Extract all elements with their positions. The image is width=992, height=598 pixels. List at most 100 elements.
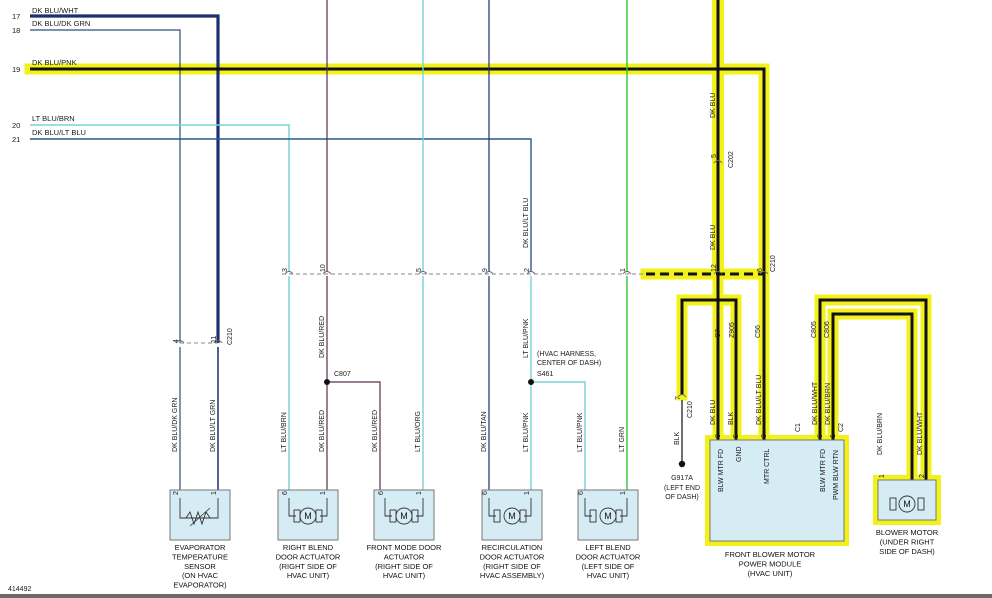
- pin-number: 10: [320, 264, 327, 272]
- connector-label: C210: [770, 255, 777, 272]
- wire-number: 18: [12, 26, 20, 35]
- wire-color-label: DK BLU/DK GRN: [172, 398, 179, 452]
- wire-color-label: LT GRN: [619, 427, 626, 452]
- wire-color-label: DK BLU/DK GRN: [32, 19, 90, 28]
- pin-number: 1: [620, 268, 627, 272]
- vertical-wire-labels: DK BLU/DK GRN DK BLU/LT GRN LT BLU/BRN D…: [172, 93, 924, 455]
- module-pin-name: BLW MTR FD: [820, 449, 827, 492]
- wire-color-label: LT BLU/BRN: [32, 114, 75, 123]
- motor-label: M: [304, 511, 312, 521]
- figure-id: 414492: [8, 586, 31, 593]
- front-blower-module-box: [709, 439, 845, 542]
- pin-number: 6: [482, 491, 489, 495]
- connector-label: C806: [824, 321, 831, 338]
- wire-color-label: LT BLU/PNK: [577, 412, 584, 452]
- pin-number: 5: [711, 154, 718, 158]
- wire-color-label: LT BLU/ORG: [415, 411, 422, 452]
- connector-label: C805: [811, 321, 818, 338]
- pin-number: 1: [620, 491, 627, 495]
- pin-number: 5: [733, 434, 740, 438]
- left-blend-box: [577, 489, 639, 541]
- wire-color-label: DK BLU/LT BLU: [32, 128, 86, 137]
- motor-icon: [288, 498, 328, 525]
- wire-color-label: LT BLU/PNK: [523, 412, 530, 452]
- connector-label: C202: [728, 151, 735, 168]
- wire-color-label: DK BLU/BRN: [877, 413, 884, 455]
- pin-number: 6: [578, 491, 585, 495]
- motor-label: M: [903, 499, 911, 509]
- recirculation-box: [481, 489, 543, 541]
- wire-color-label: DK BLU/RED: [372, 410, 379, 452]
- pin-number: 1: [211, 491, 218, 495]
- front-mode-box: [373, 489, 435, 541]
- pin-number: 6: [757, 268, 764, 272]
- wire-color-label: BLK: [674, 431, 681, 445]
- pin-number: 2: [919, 474, 926, 478]
- wire-color-label: DK BLU/RED: [319, 410, 326, 452]
- pin-number: 1: [416, 491, 423, 495]
- connector-label: C56: [755, 325, 762, 338]
- pin-number: 6: [282, 491, 289, 495]
- multiline-text: (HVAC HARNESS,CENTER OF DASH) G917A (LEF…: [172, 351, 939, 590]
- connector-label: C807: [334, 371, 351, 378]
- wire-color-label: BLK: [728, 411, 735, 425]
- pin-number: 4: [173, 339, 180, 343]
- ground-icon: [678, 460, 686, 468]
- wire-color-label: DK BLU/WHT: [32, 6, 79, 15]
- fbm-pin-names: BLW MTR FD GND MTR CTRL BLW MTR FD PWM B…: [718, 446, 840, 500]
- left-wire-labels: 17 DK BLU/WHT 18 DK BLU/DK GRN 19 DK BLU…: [12, 6, 90, 144]
- connector-label: C210: [687, 401, 694, 418]
- wire-color-label: DK BLU/WHT: [917, 411, 924, 455]
- ground-id: G917A: [671, 475, 693, 482]
- wire-color-label: DK BLU/WHT: [812, 381, 819, 425]
- connector-label: Z905: [729, 322, 736, 338]
- pin-number: 6: [817, 434, 824, 438]
- pin-number: 2: [524, 268, 531, 272]
- wire-number: 21: [12, 135, 20, 144]
- pin-labels: 4 11 3 10 5 9 2 1 12 6 5 7 2 1 6 1 6 1 6…: [173, 154, 926, 495]
- connector-ticks: [175, 160, 769, 398]
- bottom-border: [0, 594, 992, 598]
- right-blend-box: [277, 489, 339, 541]
- pin-number: 12: [711, 264, 718, 272]
- pin-number: 1: [320, 491, 327, 495]
- wire-number: 20: [12, 121, 20, 130]
- pin-number: 8: [715, 434, 722, 438]
- pin-number: 11: [211, 336, 218, 343]
- module-pin-name: MTR CTRL: [764, 449, 771, 484]
- wire-color-label: DK BLU/TAN: [481, 411, 488, 452]
- connector-label: C2: [838, 423, 845, 432]
- motor-icon: [384, 498, 424, 525]
- pin-number: 1: [830, 434, 837, 438]
- motor-icon: [488, 498, 532, 525]
- pin-number: 5: [416, 268, 423, 272]
- wire-color-label: DK BLU/BRN: [825, 383, 832, 425]
- splice-dot-s461: [528, 379, 534, 385]
- wires: [30, 0, 928, 490]
- pin-number: 1: [524, 491, 531, 495]
- pin-number: 6: [378, 491, 385, 495]
- motor-icon: [889, 495, 925, 513]
- splice-dot-c807: [324, 379, 330, 385]
- wire-color-label: LT BLU/BRN: [281, 412, 288, 452]
- pin-number: 7: [675, 396, 682, 400]
- motor-labels: M M M M M: [304, 499, 911, 521]
- pin-number: 3: [282, 268, 289, 272]
- connector-label: C7: [715, 329, 722, 338]
- motor-label: M: [604, 511, 612, 521]
- wire-color-label: DK BLU/LT BLU: [523, 198, 530, 248]
- motor-label: M: [508, 511, 516, 521]
- module-pin-name: PWM BLW RTN: [833, 450, 840, 500]
- pin-number: 2: [173, 491, 180, 495]
- blower-motor-box: [877, 479, 937, 521]
- connector-label: C210: [227, 328, 234, 345]
- module-pin-name: BLW MTR FD: [718, 449, 725, 492]
- wire-number: 17: [12, 12, 20, 21]
